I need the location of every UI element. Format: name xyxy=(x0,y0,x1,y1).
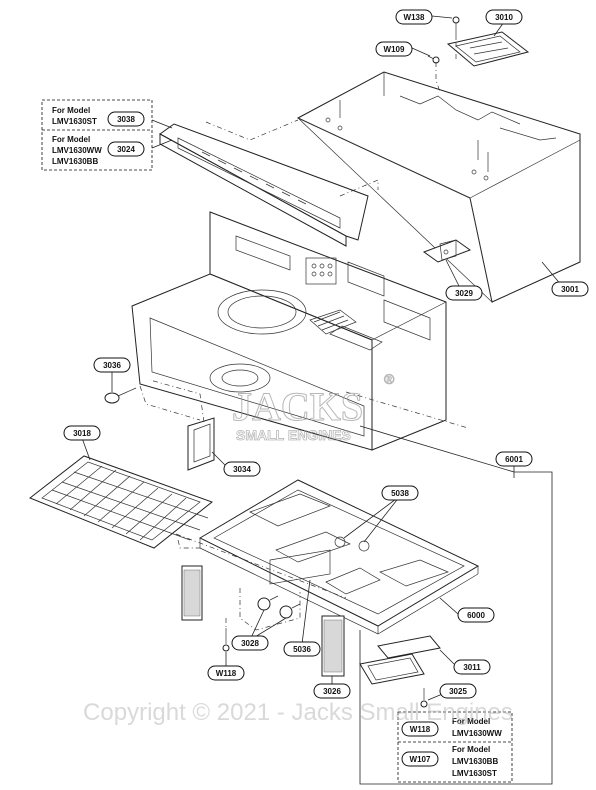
plate-3034-part xyxy=(187,417,215,471)
lamp-cover-3025-part xyxy=(359,653,425,685)
callout-3036: 3036 xyxy=(93,357,131,373)
oven-cavity-part xyxy=(131,211,447,451)
callout-w107-text: W107 xyxy=(410,755,431,764)
note-for-model-3: For Model xyxy=(452,717,490,726)
wire-rack-part xyxy=(29,455,214,549)
callout-3011: 3011 xyxy=(453,659,491,675)
callout-6000: 6000 xyxy=(457,607,495,623)
logo-registered-mark: ® xyxy=(384,371,395,387)
callout-w138: W138 xyxy=(395,9,433,25)
control-panel-door-part xyxy=(159,123,369,247)
note-for-model-4: For Model xyxy=(452,745,490,754)
callout-3010-text: 3010 xyxy=(495,13,513,22)
note-for-model-2: For Model xyxy=(52,135,90,144)
callout-w118-left-text: W118 xyxy=(216,669,237,678)
callout-3018-text: 3018 xyxy=(73,429,91,438)
callout-w118-right: W118 xyxy=(401,721,439,737)
control-board-part xyxy=(446,31,530,67)
callout-3011-text: 3011 xyxy=(463,663,481,672)
screw-w118-left-part xyxy=(222,628,230,652)
bracket-3029-part xyxy=(422,239,472,263)
callout-3028: 3028 xyxy=(231,635,269,651)
note-model-bb-2: LMV1630BB xyxy=(452,757,498,766)
filter-3026-part xyxy=(321,615,345,677)
callout-w109: W109 xyxy=(375,41,413,57)
callout-3029: 3029 xyxy=(445,285,483,301)
jacks-logo-watermark: JACKS ® SMALL ENGINES xyxy=(232,371,396,444)
logo-sub-text: SMALL ENGINES xyxy=(236,427,351,443)
callout-3028-text: 3028 xyxy=(241,639,259,648)
callout-3026: 3026 xyxy=(313,683,351,699)
callout-3024-text: 3024 xyxy=(117,145,135,154)
callout-3038: 3038 xyxy=(107,111,145,127)
note-model-st-2: LMV1630ST xyxy=(452,769,497,778)
logo-main-text: JACKS xyxy=(232,384,363,429)
screw-w138-part xyxy=(452,16,460,40)
callout-3001: 3001 xyxy=(551,281,589,297)
callout-w118-right-text: W118 xyxy=(410,725,431,734)
outer-case-part xyxy=(296,71,581,304)
callout-3036-text: 3036 xyxy=(103,361,121,370)
copyright-watermark: Copyright © 2021 - Jacks Small Engines xyxy=(83,699,513,726)
callout-6001: 6001 xyxy=(495,451,533,467)
callout-6000-text: 6000 xyxy=(467,611,485,620)
filter-left-part xyxy=(181,565,203,621)
note-model-st-1: LMV1630ST xyxy=(52,117,97,126)
callout-5036-text: 5036 xyxy=(293,645,311,654)
callout-5036: 5036 xyxy=(283,641,321,657)
note-for-model-1: For Model xyxy=(52,106,90,115)
callout-3018: 3018 xyxy=(63,425,101,441)
callout-6001-text: 6001 xyxy=(505,455,523,464)
callout-w107: W107 xyxy=(401,751,439,767)
lamp-3028-part xyxy=(257,595,301,619)
model-note-box-lower: For Model LMV1630WW For Model LMV1630BB … xyxy=(397,711,513,783)
model-note-box: For Model LMV1630ST For Model LMV1630WW … xyxy=(41,99,153,171)
callout-3038-text: 3038 xyxy=(117,115,135,124)
callout-3025: 3025 xyxy=(439,683,477,699)
callout-3024: 3024 xyxy=(107,141,145,157)
note-model-ww-1: LMV1630WW xyxy=(52,146,102,155)
callout-3010: 3010 xyxy=(485,9,523,25)
note-model-ww-2: LMV1630WW xyxy=(452,729,502,738)
callout-3026-text: 3026 xyxy=(323,687,341,696)
callout-3034: 3034 xyxy=(223,461,261,477)
callout-w118-left: W118 xyxy=(207,665,245,681)
callout-3034-text: 3034 xyxy=(233,465,251,474)
screw-w109-part xyxy=(427,55,440,64)
callout-3025-text: 3025 xyxy=(449,687,467,696)
callout-w138-text: W138 xyxy=(404,13,425,22)
base-plate-part xyxy=(198,479,480,635)
lamp-cover-3011-part xyxy=(377,635,441,659)
latch-3036-part xyxy=(104,387,137,404)
callout-w109-text: W109 xyxy=(384,45,405,54)
note-model-bb-1: LMV1630BB xyxy=(52,157,98,166)
callout-3001-text: 3001 xyxy=(561,285,579,294)
callout-3029-text: 3029 xyxy=(455,289,473,298)
callout-5038: 5038 xyxy=(381,485,419,501)
screw-w-lower-part xyxy=(420,688,428,708)
callout-5038-text: 5038 xyxy=(391,489,409,498)
